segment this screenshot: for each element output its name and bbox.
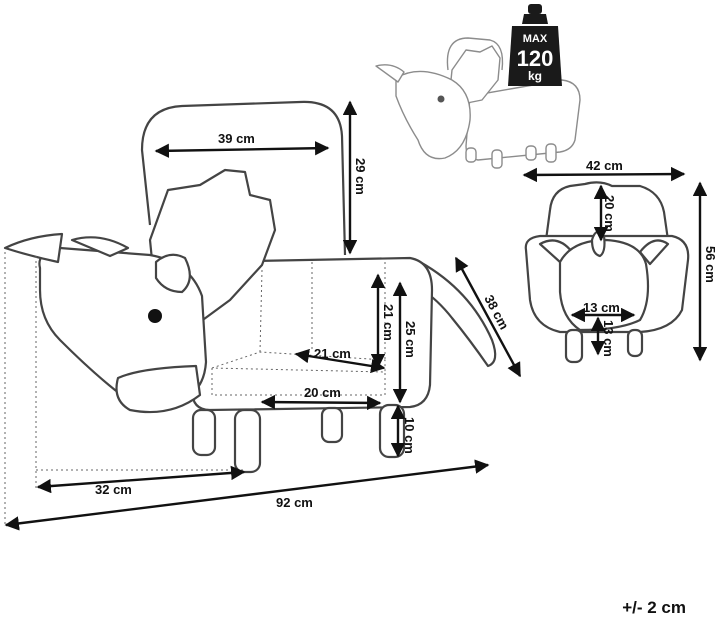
weight-max-label: MAX xyxy=(523,33,548,45)
front-horn xyxy=(590,230,606,258)
iso-leg-1 xyxy=(465,147,477,163)
dim-line-storage-width xyxy=(260,394,382,411)
isometric-view-illustration xyxy=(375,37,581,169)
front-ear-right xyxy=(638,239,670,266)
front-view-dimensions: 42 cm 20 cm 56 cm 13 cm 13 cm xyxy=(522,158,718,362)
weight-value: 120 xyxy=(517,46,554,71)
iso-leg-4 xyxy=(545,143,557,163)
dim-line-storage-depth xyxy=(294,348,386,374)
leg-back-left xyxy=(320,406,344,444)
front-view-illustration xyxy=(524,181,690,364)
brow-horn-outline xyxy=(70,236,130,258)
weight-body xyxy=(508,26,562,86)
label-seat-height: 25 cm xyxy=(403,321,418,358)
label-total-length: 92 cm xyxy=(276,495,313,510)
leg-front-left xyxy=(191,408,217,457)
dim-line-body-depth xyxy=(454,256,522,378)
label-backrest-height: 29 cm xyxy=(353,158,368,195)
label-backrest-width: 39 cm xyxy=(218,131,255,146)
label-leg-height: 10 cm xyxy=(402,417,417,454)
label-face-width: 13 cm xyxy=(583,300,620,315)
dim-line-total-length xyxy=(4,459,490,531)
weight-unit: kg xyxy=(528,69,542,83)
leg-front-right xyxy=(233,408,262,474)
label-storage-width: 20 cm xyxy=(304,385,341,400)
side-view-dimensions: 39 cm 29 cm 21 cm 21 cm 20 cm 25 cm 10 c… xyxy=(4,100,522,531)
label-total-height: 56 cm xyxy=(703,246,718,283)
iso-head xyxy=(395,70,471,160)
max-weight-icon: MAX 120 kg xyxy=(508,4,562,86)
label-face-height: 13 cm xyxy=(601,320,616,357)
front-leg-left xyxy=(564,328,584,364)
dim-line-head-length xyxy=(36,465,246,494)
jaw-outline xyxy=(115,364,202,414)
side-view-illustration xyxy=(3,100,497,525)
front-head xyxy=(558,238,650,332)
iso-eye-icon xyxy=(437,95,445,103)
label-total-width: 42 cm xyxy=(586,158,623,173)
eye-icon xyxy=(148,309,162,323)
tolerance-note: +/- 2 cm xyxy=(622,598,686,617)
label-storage-depth: 21 cm xyxy=(314,346,351,361)
leg-back-right xyxy=(378,403,406,459)
ear-outline xyxy=(154,253,191,294)
label-storage-height: 21 cm xyxy=(381,304,396,341)
iso-leg-3 xyxy=(525,145,537,161)
front-leg-right xyxy=(626,328,644,358)
iso-horn xyxy=(375,64,405,83)
nose-horn-outline xyxy=(3,232,64,264)
label-frill-height: 20 cm xyxy=(602,195,617,232)
dim-line-total-width xyxy=(522,166,686,183)
dim-line-backrest-width xyxy=(154,141,330,158)
iso-leg-2 xyxy=(491,149,503,169)
label-head-length: 32 cm xyxy=(95,482,132,497)
